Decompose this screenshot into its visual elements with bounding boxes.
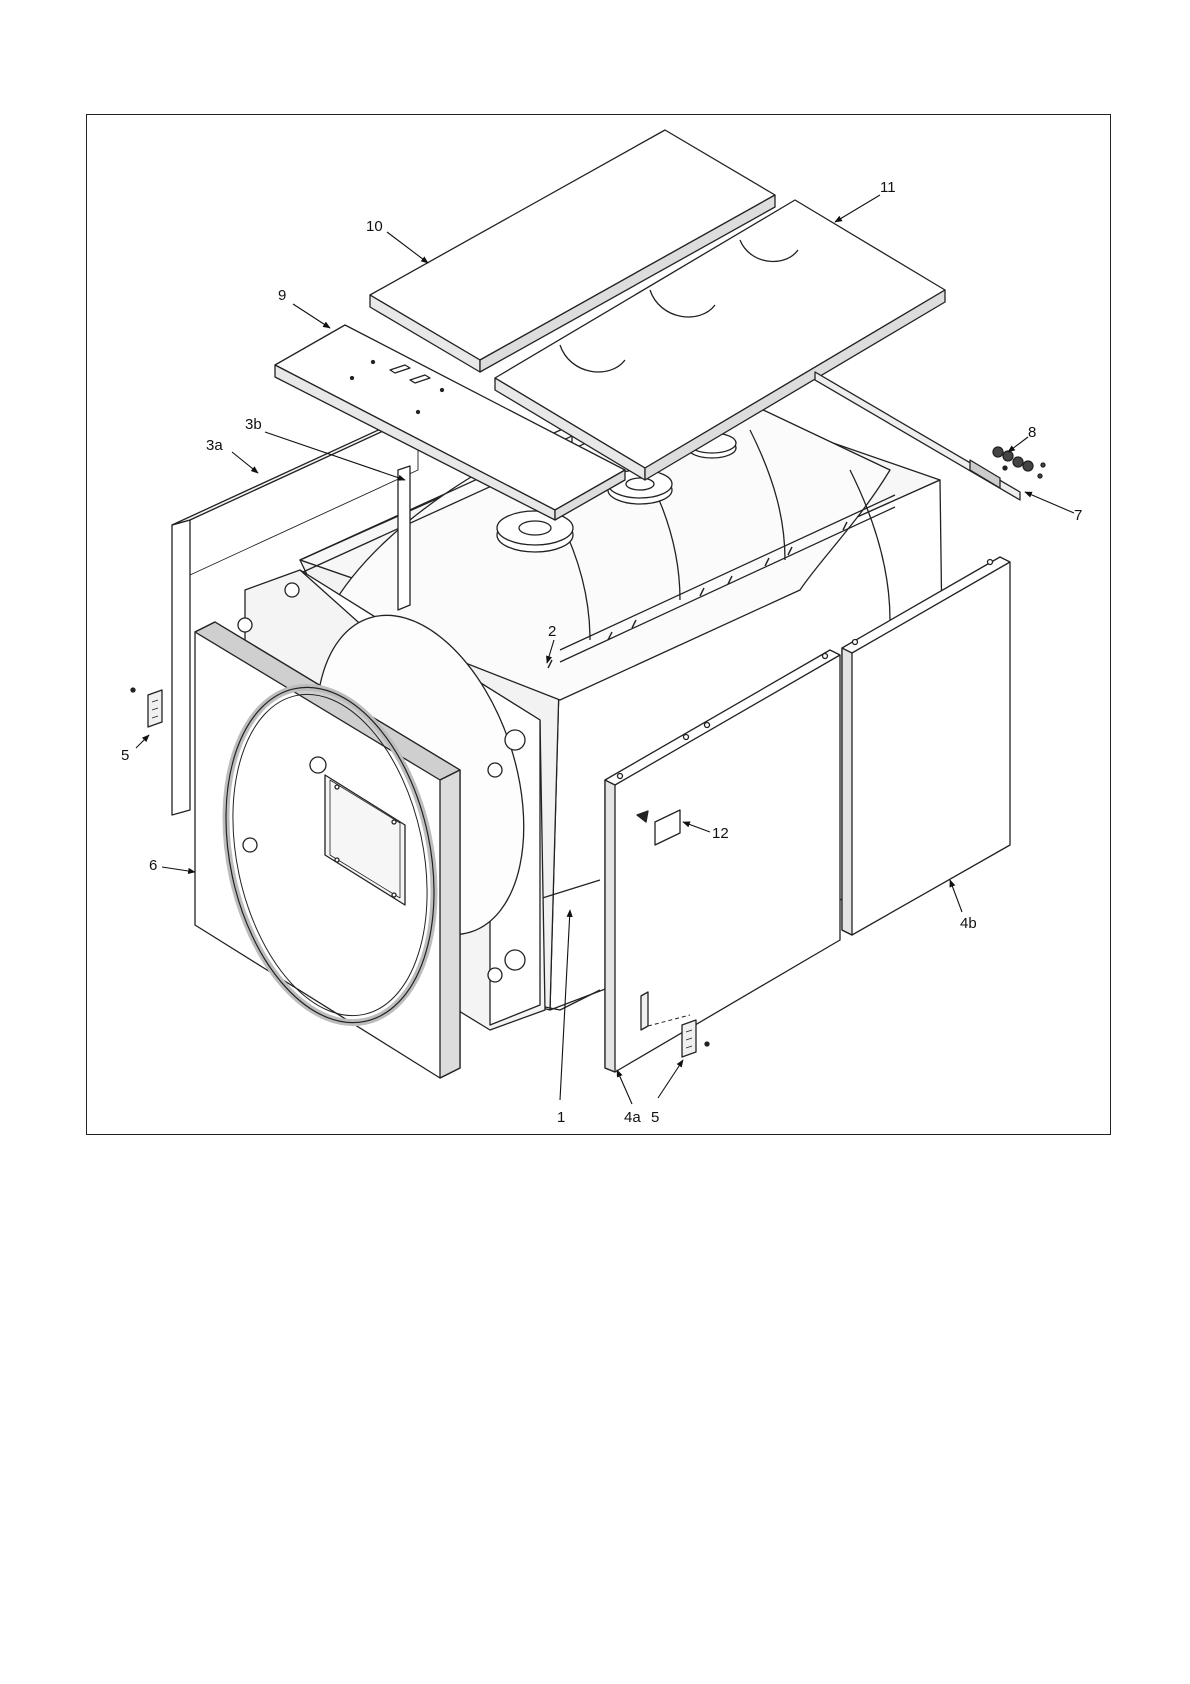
spring-clips-8 <box>993 447 1045 478</box>
callout-9: 9 <box>278 287 286 304</box>
callout-5-left: 5 <box>121 747 129 764</box>
callout-11: 11 <box>880 179 896 196</box>
callout-3b: 3b <box>245 416 262 433</box>
callout-2: 2 <box>548 623 556 640</box>
callout-1: 1 <box>557 1109 565 1126</box>
callout-4b: 4b <box>960 915 977 932</box>
callout-7: 7 <box>1074 507 1082 524</box>
hinge-5-left <box>131 688 162 727</box>
callout-8: 8 <box>1028 424 1036 441</box>
callout-4a: 4a <box>624 1109 641 1126</box>
callout-5-right: 5 <box>651 1109 659 1126</box>
hinge-5-right <box>682 1020 709 1057</box>
callout-12: 12 <box>712 825 729 842</box>
callout-6: 6 <box>149 857 157 874</box>
callout-10: 10 <box>366 218 383 235</box>
callout-3a: 3a <box>206 437 223 454</box>
